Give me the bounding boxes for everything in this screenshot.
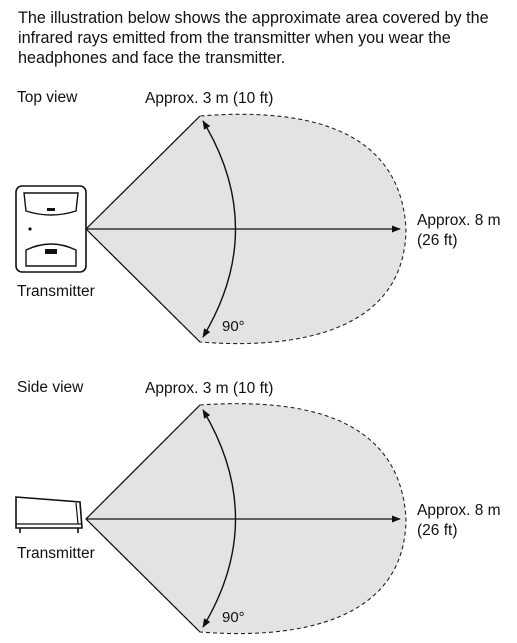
side-angle-arc	[202, 409, 237, 628]
side-view-width-label: Approx. 3 m (10 ft)	[145, 380, 274, 397]
side-view-title: Side view	[17, 379, 84, 396]
top-view-transmitter-label: Transmitter	[17, 283, 95, 300]
side-upper-ray	[85, 404, 201, 520]
top-angle-arc	[202, 120, 237, 338]
transmitter-side-icon	[15, 496, 83, 533]
top-angle-label: 90°	[222, 318, 245, 335]
top-lower-ray	[85, 228, 201, 343]
top-view-title: Top view	[17, 89, 78, 106]
side-view-transmitter-label: Transmitter	[17, 545, 95, 562]
side-view-diagram: 90°	[15, 403, 407, 635]
top-view-width-label: Approx. 3 m (10 ft)	[145, 90, 274, 107]
intro-paragraph: The illustration below shows the approxi…	[18, 9, 489, 67]
top-view-distance-label: Approx. 8 m (26 ft)	[417, 211, 501, 251]
top-view-distance-line1: Approx. 8 m	[417, 212, 501, 229]
transmitter-front-icon	[15, 185, 87, 273]
top-upper-ray	[85, 115, 201, 230]
top-view-diagram: 90°	[15, 113, 407, 345]
side-view-distance-line1: Approx. 8 m	[417, 502, 501, 519]
side-view-distance-line2: (26 ft)	[417, 522, 458, 539]
side-lower-ray	[85, 518, 201, 633]
side-view-distance-label: Approx. 8 m (26 ft)	[417, 501, 501, 541]
top-view-distance-line2: (26 ft)	[417, 232, 458, 249]
side-angle-label: 90°	[222, 609, 245, 626]
